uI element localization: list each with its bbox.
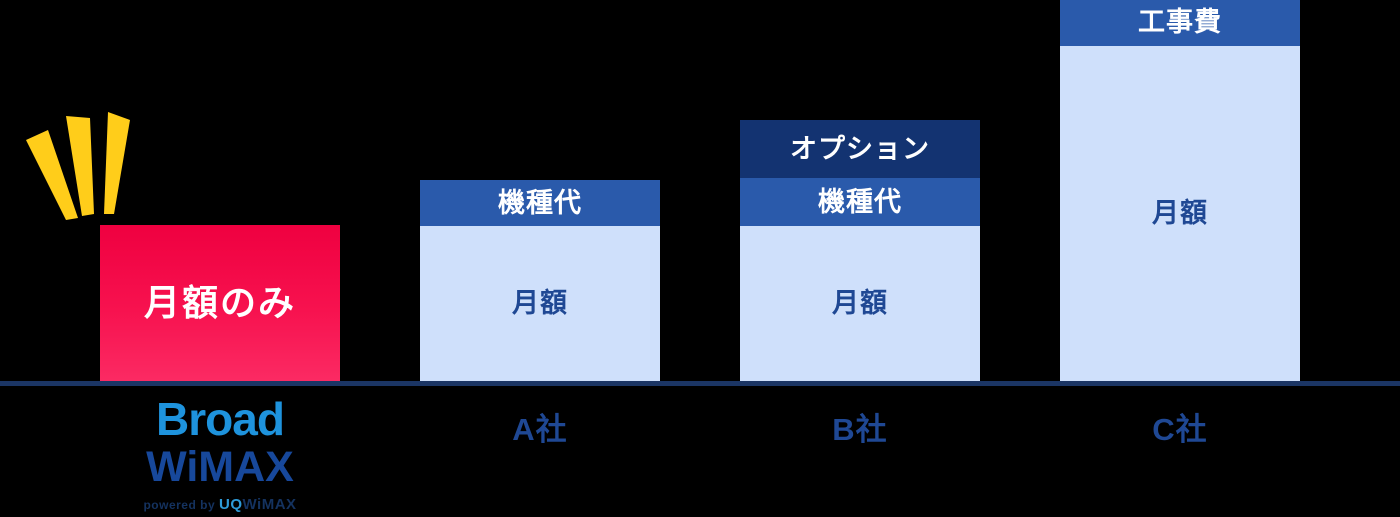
logo-uq-text: UQ (219, 496, 243, 513)
bar-segment-label: 月額 (512, 288, 568, 318)
bar-segment-device-fee: 機種代 (420, 180, 660, 226)
category-label-company-b: B社 (832, 412, 888, 447)
logo-uq-wimax-text: WiMAX (242, 496, 297, 513)
sparkle-rays-icon (18, 110, 148, 226)
bar-segment-monthly-fee: 月額 (1060, 46, 1300, 381)
chart-baseline-axis (0, 381, 1400, 386)
bar-segment-label: 月額 (1152, 198, 1208, 228)
logo-powered-by: powered by UQWiMAX (100, 497, 340, 512)
bar-segment-monthly-fee: 月額 (740, 226, 980, 381)
bar-segment-device-fee: 機種代 (740, 178, 980, 226)
bar-company-c: 工事費 月額 (1060, 0, 1300, 381)
bar-segment-label: オプション (790, 133, 930, 164)
logo-wimax-text: WiMAX (146, 443, 294, 491)
broad-wimax-logo: Broad WiMAX powered by UQWiMAX (100, 396, 340, 512)
bar-segment-monthly-fee: 月額 (420, 226, 660, 381)
bar-segment-construction-fee: 工事費 (1060, 0, 1300, 46)
category-label-company-a: A社 (512, 412, 568, 447)
bar-company-b: オプション 機種代 月額 (740, 120, 980, 381)
bar-segment-label: 月額のみ (143, 282, 296, 323)
bar-company-a: 機種代 月額 (420, 180, 660, 381)
bar-segment-label: 月額 (832, 288, 888, 318)
category-label-company-c: C社 (1152, 412, 1208, 447)
bar-segment-label: 工事費 (1138, 7, 1222, 37)
logo-powered-by-text: powered by (143, 498, 216, 512)
logo-broad-text: Broad (156, 393, 285, 445)
bar-segment-monthly-only: 月額のみ (100, 225, 340, 381)
bar-segment-label: 機種代 (818, 186, 902, 217)
bar-segment-option-fee: オプション (740, 120, 980, 178)
bar-segment-label: 機種代 (498, 187, 582, 218)
bar-broad-wimax: 月額のみ (100, 225, 340, 381)
